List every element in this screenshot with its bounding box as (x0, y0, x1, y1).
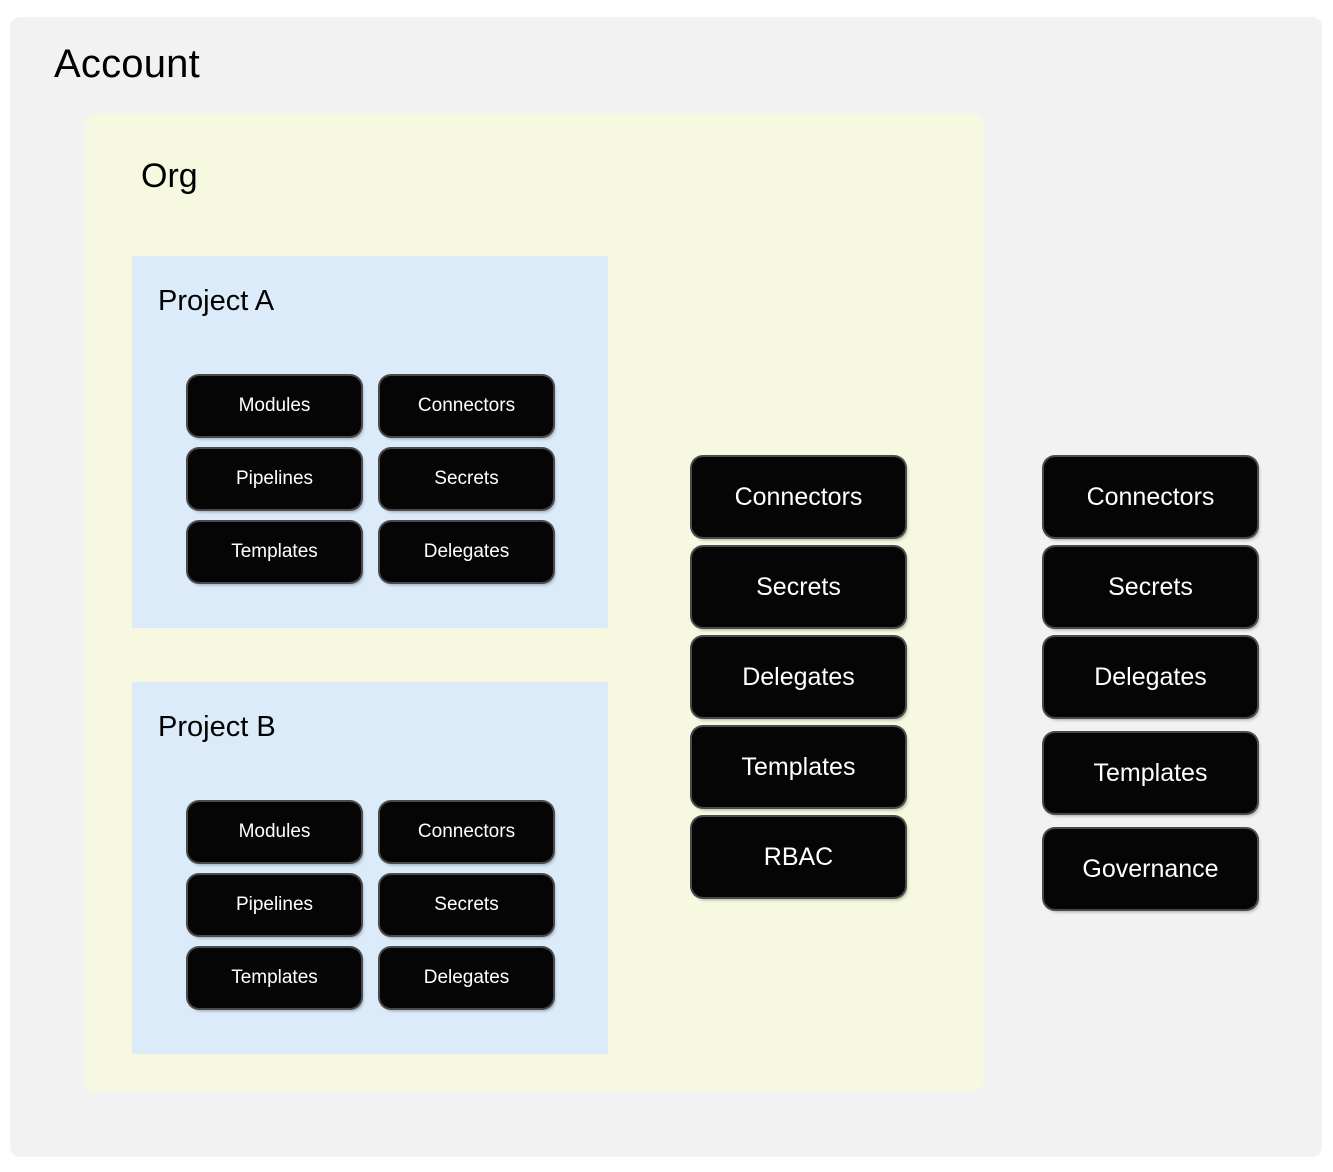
resource-box-delegates[interactable]: Delegates (380, 948, 553, 1008)
resource-box-connectors[interactable]: Connectors (380, 376, 553, 436)
account-level-resource-stack: Connectors Secrets Delegates Templates G… (1044, 457, 1257, 909)
resource-box-modules[interactable]: Modules (188, 376, 361, 436)
account-resource-box-secrets[interactable]: Secrets (1044, 547, 1257, 627)
org-resource-box-connectors[interactable]: Connectors (692, 457, 905, 537)
resource-box-templates[interactable]: Templates (188, 948, 361, 1008)
project-b-container: Project B Modules Connectors Pipelines S… (132, 682, 608, 1054)
org-resource-box-delegates[interactable]: Delegates (692, 637, 905, 717)
org-resource-box-secrets[interactable]: Secrets (692, 547, 905, 627)
account-resource-box-delegates[interactable]: Delegates (1044, 637, 1257, 717)
resource-box-modules[interactable]: Modules (188, 802, 361, 862)
account-resource-box-governance[interactable]: Governance (1044, 829, 1257, 909)
account-resource-box-connectors[interactable]: Connectors (1044, 457, 1257, 537)
project-b-title: Project B (158, 711, 276, 743)
resource-box-delegates[interactable]: Delegates (380, 522, 553, 582)
resource-box-pipelines[interactable]: Pipelines (188, 449, 361, 509)
project-a-container: Project A Modules Connectors Pipelines S… (132, 256, 608, 628)
org-title: Org (141, 157, 198, 195)
org-resource-box-templates[interactable]: Templates (692, 727, 905, 807)
project-a-resource-grid: Modules Connectors Pipelines Secrets Tem… (188, 376, 553, 582)
resource-box-secrets[interactable]: Secrets (380, 875, 553, 935)
resource-box-secrets[interactable]: Secrets (380, 449, 553, 509)
resource-box-templates[interactable]: Templates (188, 522, 361, 582)
page-container: Account Org Project A Modules Connectors… (10, 17, 1322, 1157)
project-a-title: Project A (158, 285, 275, 317)
org-level-resource-stack: Connectors Secrets Delegates Templates R… (692, 457, 905, 897)
resource-box-pipelines[interactable]: Pipelines (188, 875, 361, 935)
account-resource-box-templates[interactable]: Templates (1044, 733, 1257, 813)
org-resource-box-rbac[interactable]: RBAC (692, 817, 905, 897)
resource-box-connectors[interactable]: Connectors (380, 802, 553, 862)
project-b-resource-grid: Modules Connectors Pipelines Secrets Tem… (188, 802, 553, 1008)
account-title: Account (54, 42, 200, 86)
